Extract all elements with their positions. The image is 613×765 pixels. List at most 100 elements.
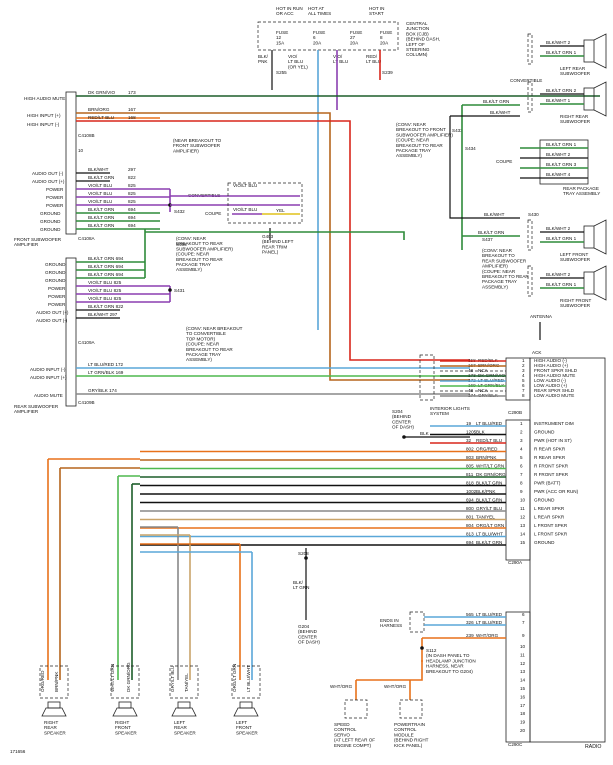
- function: PWR (BATT): [534, 481, 561, 486]
- wire-color: DK GRN/ORG: [476, 472, 506, 477]
- circuit: 802: [466, 447, 474, 452]
- pin: 15: [520, 540, 526, 545]
- wire-color: WHT/LT GRN: [476, 464, 504, 469]
- pin: 14: [520, 678, 526, 683]
- svg-text:694: 694: [128, 215, 136, 220]
- pin: 1: [522, 358, 525, 363]
- svg-text:VIO/LT BLU: VIO/LT BLU: [88, 191, 112, 196]
- wire-color: LT BLU/RED: [476, 612, 503, 617]
- svg-text:AUDIO OUT (-): AUDIO OUT (-): [36, 318, 68, 323]
- speaker-wires: [47, 458, 253, 680]
- function: GROUND: [534, 540, 555, 545]
- svg-text:167: 167: [128, 107, 136, 112]
- pin: 20: [520, 728, 526, 733]
- circuit: 694: [466, 498, 474, 503]
- svg-text:WHT/ORG: WHT/ORG: [330, 684, 353, 689]
- speaker-wire-2: BRN/PNK: [54, 671, 59, 692]
- svg-text:BLK/LT GRN 694: BLK/LT GRN 694: [88, 264, 124, 269]
- svg-text:822: 822: [128, 175, 136, 180]
- function: FRONT SPKR SHLD: [534, 368, 578, 373]
- svg-text:VIO/LT BLU 825: VIO/LT BLU 825: [88, 288, 122, 293]
- svg-text:AUDIO MUTE: AUDIO MUTE: [34, 393, 63, 398]
- svg-text:S437: S437: [482, 237, 493, 242]
- sub-wire-1: BLK/LT GRN 2: [546, 88, 577, 93]
- svg-text:825: 825: [128, 191, 136, 196]
- svg-text:VIO/LT BLU: VIO/LT BLU: [88, 183, 112, 188]
- sub-wire-2: BLK/WHT 1: [546, 98, 571, 103]
- svg-text:C290C: C290C: [508, 742, 523, 747]
- sub-wire-2: BLK/LT GRN 1: [546, 282, 577, 287]
- pin-power-2: POWER: [46, 195, 64, 200]
- svg-text:RED/LT BLU: RED/LT BLU: [88, 115, 114, 120]
- svg-text:ACK: ACK: [532, 350, 542, 355]
- pin: 16: [520, 694, 526, 699]
- pin-power-1: POWER: [46, 187, 64, 192]
- radio-label: RADIO: [585, 744, 601, 750]
- svg-text:WHT/ORG: WHT/ORG: [384, 684, 407, 689]
- pin: 6: [522, 383, 525, 388]
- pin: 5: [520, 455, 523, 460]
- rear-subwoofer-amp: GROUND GROUND GROUND POWER POWER POWER A…: [14, 257, 96, 414]
- conn-c4108a: C4108A: [78, 236, 96, 241]
- svg-text:BLK/WHT: BLK/WHT: [484, 212, 505, 217]
- speaker-wire-2: LT BLU/WHT: [246, 665, 251, 692]
- function: L REAR SPKR: [534, 515, 565, 520]
- speaker-wire-1: GRY/LT BLU: [170, 666, 175, 692]
- svg-text:CONVERTIBLE: CONVERTIBLE: [510, 78, 542, 83]
- svg-text:BLK/LT GRN: BLK/LT GRN: [293, 580, 309, 590]
- pin: 13: [520, 669, 526, 674]
- circuit: 694: [466, 540, 474, 545]
- pin-audio-out-plus: AUDIO OUT (+): [32, 179, 65, 184]
- svg-text:694: 694: [128, 223, 136, 228]
- svg-text:GRY/BLK 174: GRY/BLK 174: [88, 388, 117, 393]
- wire-color: ORG/RED: [476, 447, 498, 452]
- function: PWR (HOT IN ST): [534, 438, 572, 443]
- tray-wire-3: BLK/LT GRN 3: [546, 162, 577, 167]
- svg-text:BLK/LT GRN: BLK/LT GRN: [88, 175, 114, 180]
- svg-text:VIO/LT BLU 825: VIO/LT BLU 825: [88, 296, 122, 301]
- circuit: 1002: [466, 489, 477, 494]
- pin: 6: [522, 612, 525, 617]
- wire-red-ltblu: [76, 120, 470, 361]
- sub-wire-2: BLK/LT GRN 1: [546, 50, 577, 55]
- pin: 19: [520, 720, 526, 725]
- function: R REAR SPKR: [534, 455, 566, 460]
- svg-text:168: 168: [128, 115, 136, 120]
- svg-text:BLK/WHT: BLK/WHT: [88, 167, 109, 172]
- svg-text:BLK/WHT: BLK/WHT: [490, 110, 511, 115]
- wire-color: ORG/LT GRN: [476, 523, 504, 528]
- pin-high-audio-mute: HIGH AUDIO MUTE: [24, 96, 65, 101]
